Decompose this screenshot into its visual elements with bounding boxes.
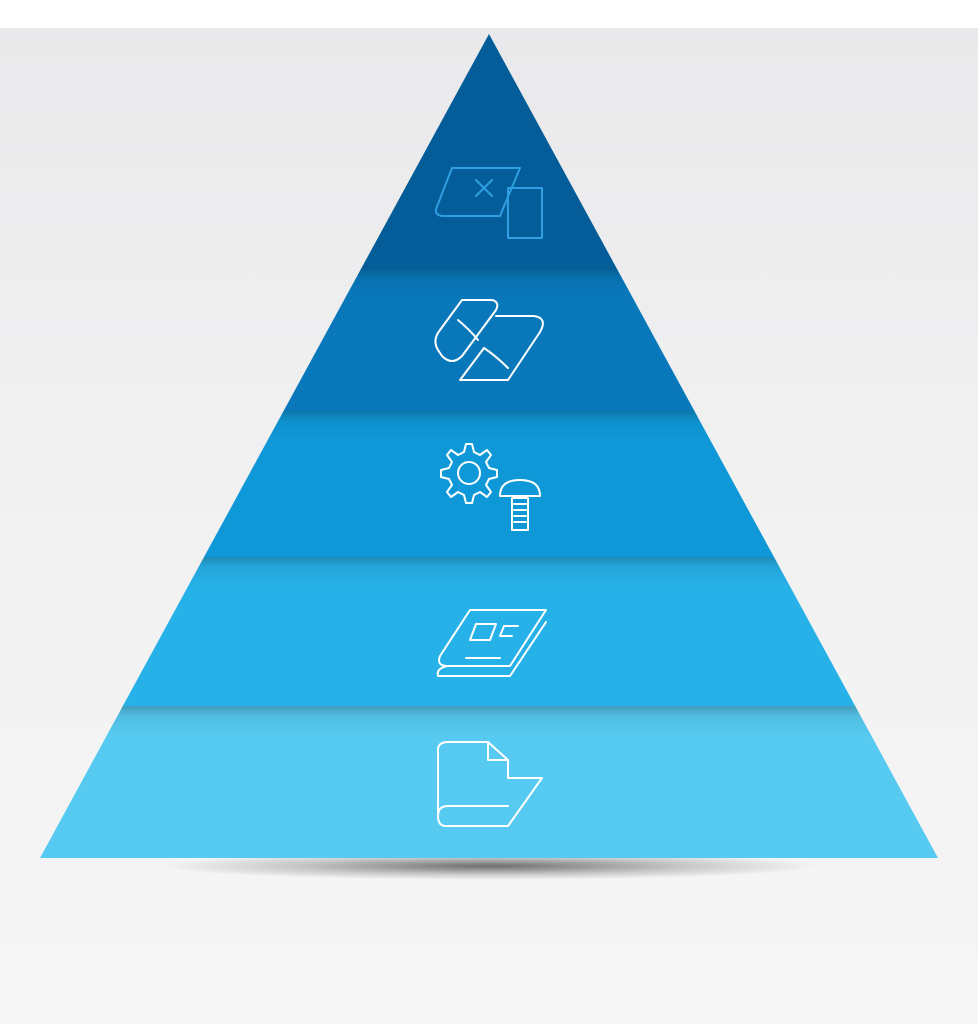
eraser-and-sheet-icon bbox=[435, 167, 543, 239]
tier-shadow-2 bbox=[345, 268, 633, 298]
tier-shadow-4 bbox=[187, 557, 791, 587]
ground-shadow bbox=[159, 852, 819, 880]
tier-shadow-5 bbox=[106, 706, 872, 736]
tier-shadow-3 bbox=[267, 410, 711, 440]
pyramid-tier-3 bbox=[204, 410, 774, 557]
pyramid-tier-5 bbox=[40, 706, 938, 858]
pyramid-tier-4 bbox=[122, 557, 856, 706]
folder-document-icon bbox=[437, 741, 543, 827]
paper-scroll-icon bbox=[434, 299, 544, 381]
book-icon bbox=[436, 609, 547, 677]
pyramid-tier-2 bbox=[284, 268, 694, 410]
pyramid-tier-1 bbox=[361, 34, 617, 268]
gear-and-bolt-icon bbox=[440, 443, 541, 531]
